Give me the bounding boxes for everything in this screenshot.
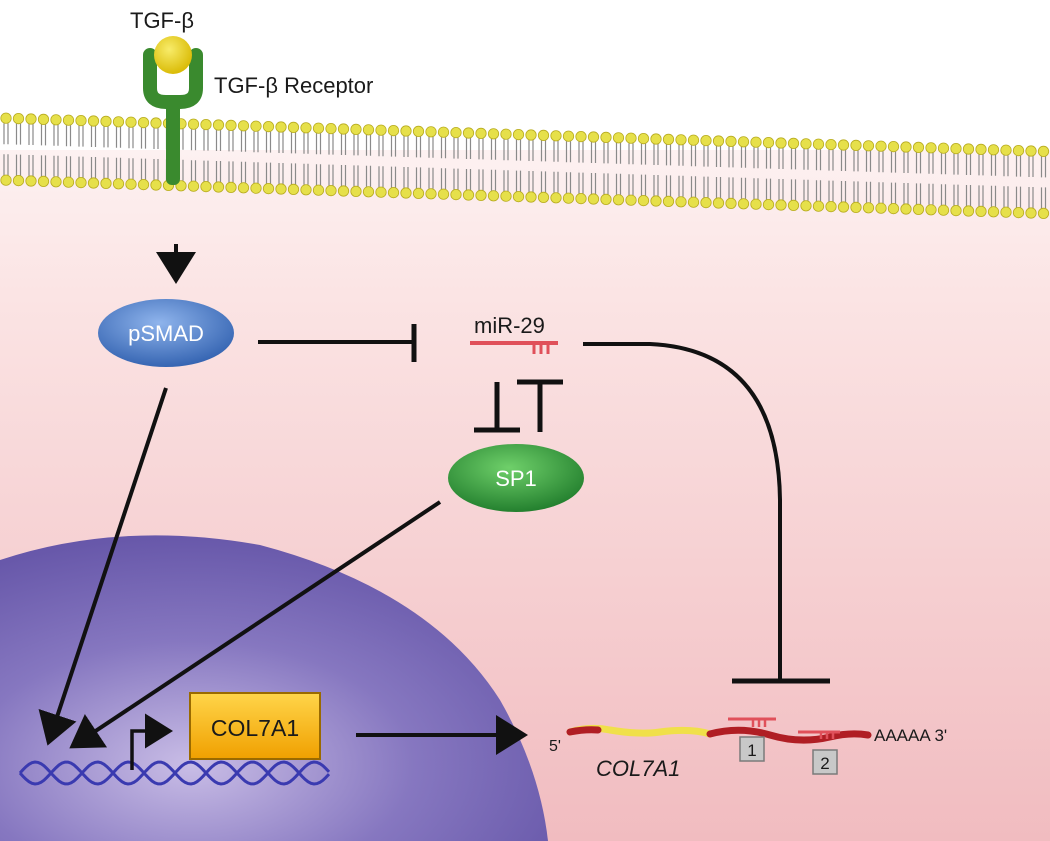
gene-box-label: COL7A1 xyxy=(211,715,299,741)
binding-site-2-label: 2 xyxy=(820,754,829,773)
sp1-to-dna-arrow xyxy=(69,500,442,749)
binding-site-2-box xyxy=(812,749,838,775)
tgf-beta-ligand xyxy=(154,36,192,74)
mir29-inhibits-sp1 xyxy=(517,379,563,432)
five-prime-label: 5' xyxy=(549,738,561,755)
binding-site-1-box xyxy=(739,736,765,762)
mrna-label: COL7A1 xyxy=(596,756,680,781)
psmad-inhibits-mir29 xyxy=(258,324,417,362)
bound-mir29-site1 xyxy=(728,717,776,727)
sp1-inhibits-mir29 xyxy=(474,382,520,433)
dna-helix xyxy=(18,760,331,786)
sp1-node xyxy=(448,444,584,512)
mrna-5cap xyxy=(566,726,602,736)
poly-a-label: AAAAA 3' xyxy=(874,726,947,745)
binding-site-1-label: 1 xyxy=(747,741,756,760)
ligand-label: TGF-β xyxy=(130,8,194,33)
transcription-start-arrow xyxy=(130,713,173,770)
mir29-strand xyxy=(470,341,558,354)
psmad-label: pSMAD xyxy=(128,321,204,346)
bound-mir29-site2 xyxy=(798,730,840,739)
mir29-inhibits-mrna xyxy=(583,342,830,684)
sp1-label: SP1 xyxy=(495,466,537,491)
tgf-beta-receptor xyxy=(143,48,203,185)
psmad-node xyxy=(98,299,234,367)
cell-membrane xyxy=(0,112,1050,219)
col7a1-gene-box xyxy=(189,692,321,760)
psmad-to-dna-arrow xyxy=(38,387,168,746)
mrna-3utr xyxy=(706,726,872,744)
receptor-label: TGF-β Receptor xyxy=(214,73,373,98)
mir29-label: miR-29 xyxy=(474,313,545,338)
